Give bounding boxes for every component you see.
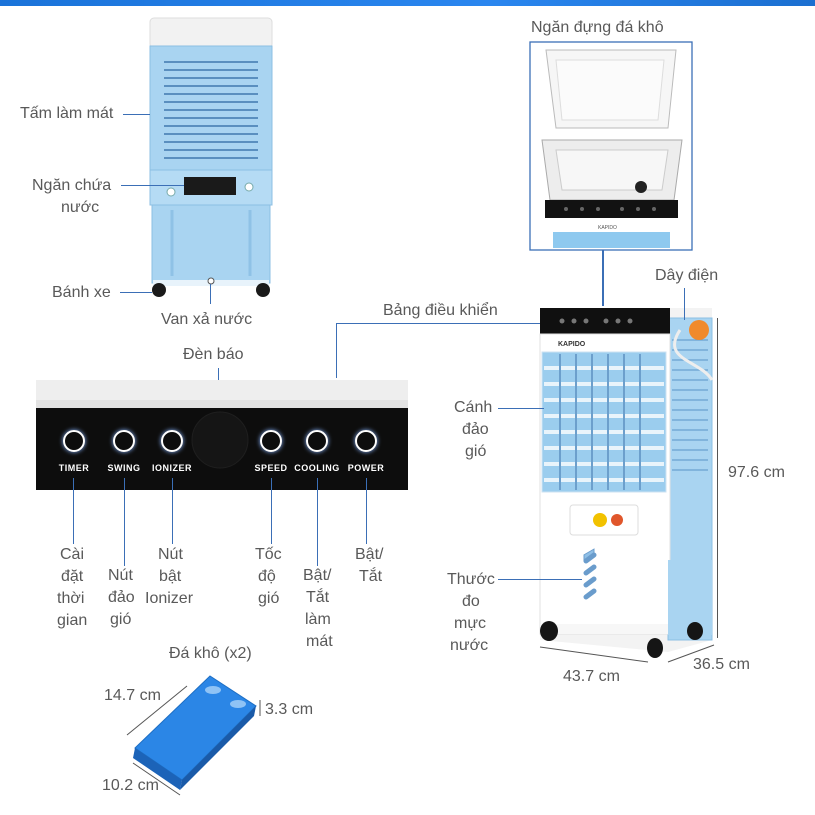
leader-timer [73,478,74,544]
desc-timer-4: gian [57,612,88,629]
desc-power-1: Bật/ [355,546,384,563]
desc-swing-1: Nút [108,567,133,584]
label-height: 97.6 cm [728,464,785,481]
label-water-tank-2: nước [61,199,100,216]
leader-swing [124,478,125,566]
desc-ionizer-3: Ionizer [145,590,194,607]
leader-power-cord [684,288,685,320]
timer-button[interactable] [63,430,85,452]
label-ice-length: 14.7 cm [104,687,161,704]
desc-swing-2: đảo [108,589,135,606]
top-banner-bar [0,0,815,6]
leader-cooling-pad [123,114,150,115]
label-indicator-light: Đèn báo [183,346,244,363]
label-water-gauge-2: đo [462,593,480,610]
label-ice-compartment: Ngăn đựng đá khô [531,19,664,36]
label-water-gauge-1: Thước [447,571,495,588]
desc-cooling-3: làm [305,611,331,628]
ionizer-button[interactable] [161,430,183,452]
leader-louver [498,408,544,409]
label-drain-valve: Van xả nước [161,311,253,328]
svg-text:KAPIDO: KAPIDO [598,225,617,231]
desc-swing-3: gió [110,611,132,628]
desc-cooling-4: mát [306,633,333,650]
label-cooling-pad: Tấm làm mát [20,105,114,122]
speed-caption: SPEED [254,463,288,473]
desc-ionizer-2: bật [159,568,182,585]
label-ice-packs: Đá khô (x2) [169,645,252,662]
label-louver-2: đảo [462,421,489,438]
desc-speed-1: Tốc [255,546,282,563]
power-caption: POWER [347,463,385,473]
swing-caption: SWING [107,463,141,473]
timer-caption: TIMER [58,463,90,473]
swing-button[interactable] [113,430,135,452]
label-wheels: Bánh xe [52,284,111,301]
desc-power-2: Tắt [359,568,383,585]
leader-water-tank [121,185,184,186]
control-panel-closeup [36,380,408,490]
desc-timer-2: đặt [61,568,84,585]
label-water-gauge-4: nước [450,637,489,654]
speed-button[interactable] [260,430,282,452]
cooling-button[interactable] [306,430,328,452]
label-depth: 36.5 cm [693,656,750,673]
label-width: 43.7 cm [563,668,620,685]
leader-water-gauge [498,579,582,580]
label-ice-width: 10.2 cm [102,777,159,794]
svg-text:KAPIDO: KAPIDO [558,341,586,348]
ionizer-caption: IONIZER [151,463,192,473]
label-louver-3: gió [465,443,487,460]
leader-wheels [120,292,152,293]
leader-control-panel-h [336,323,540,324]
power-button[interactable] [355,430,377,452]
desc-speed-3: gió [258,590,280,607]
label-ice-thickness: 3.3 cm [265,701,314,718]
desc-speed-2: độ [258,568,276,585]
label-louver-1: Cánh [454,399,493,416]
desc-ionizer-1: Nút [158,546,183,563]
cooling-caption: COOLING [294,463,340,473]
desc-cooling-2: Tắt [306,589,330,606]
leader-power [366,478,367,544]
label-water-tank-1: Ngăn chứa [32,177,112,194]
label-control-panel: Bảng điều khiển [383,302,498,319]
dimension-line-height [717,318,718,638]
leader-control-panel-v [336,323,337,378]
label-power-cord: Dây điện [655,267,719,284]
leader-ionizer [172,478,173,544]
desc-timer-3: thời [57,590,85,607]
leader-speed [271,478,272,544]
desc-cooling-1: Bật/ [303,567,332,584]
leader-cooling [317,478,318,566]
label-water-gauge-3: mực [454,615,487,632]
desc-timer-1: Cài [60,546,85,563]
leader-drain-valve [210,284,211,304]
